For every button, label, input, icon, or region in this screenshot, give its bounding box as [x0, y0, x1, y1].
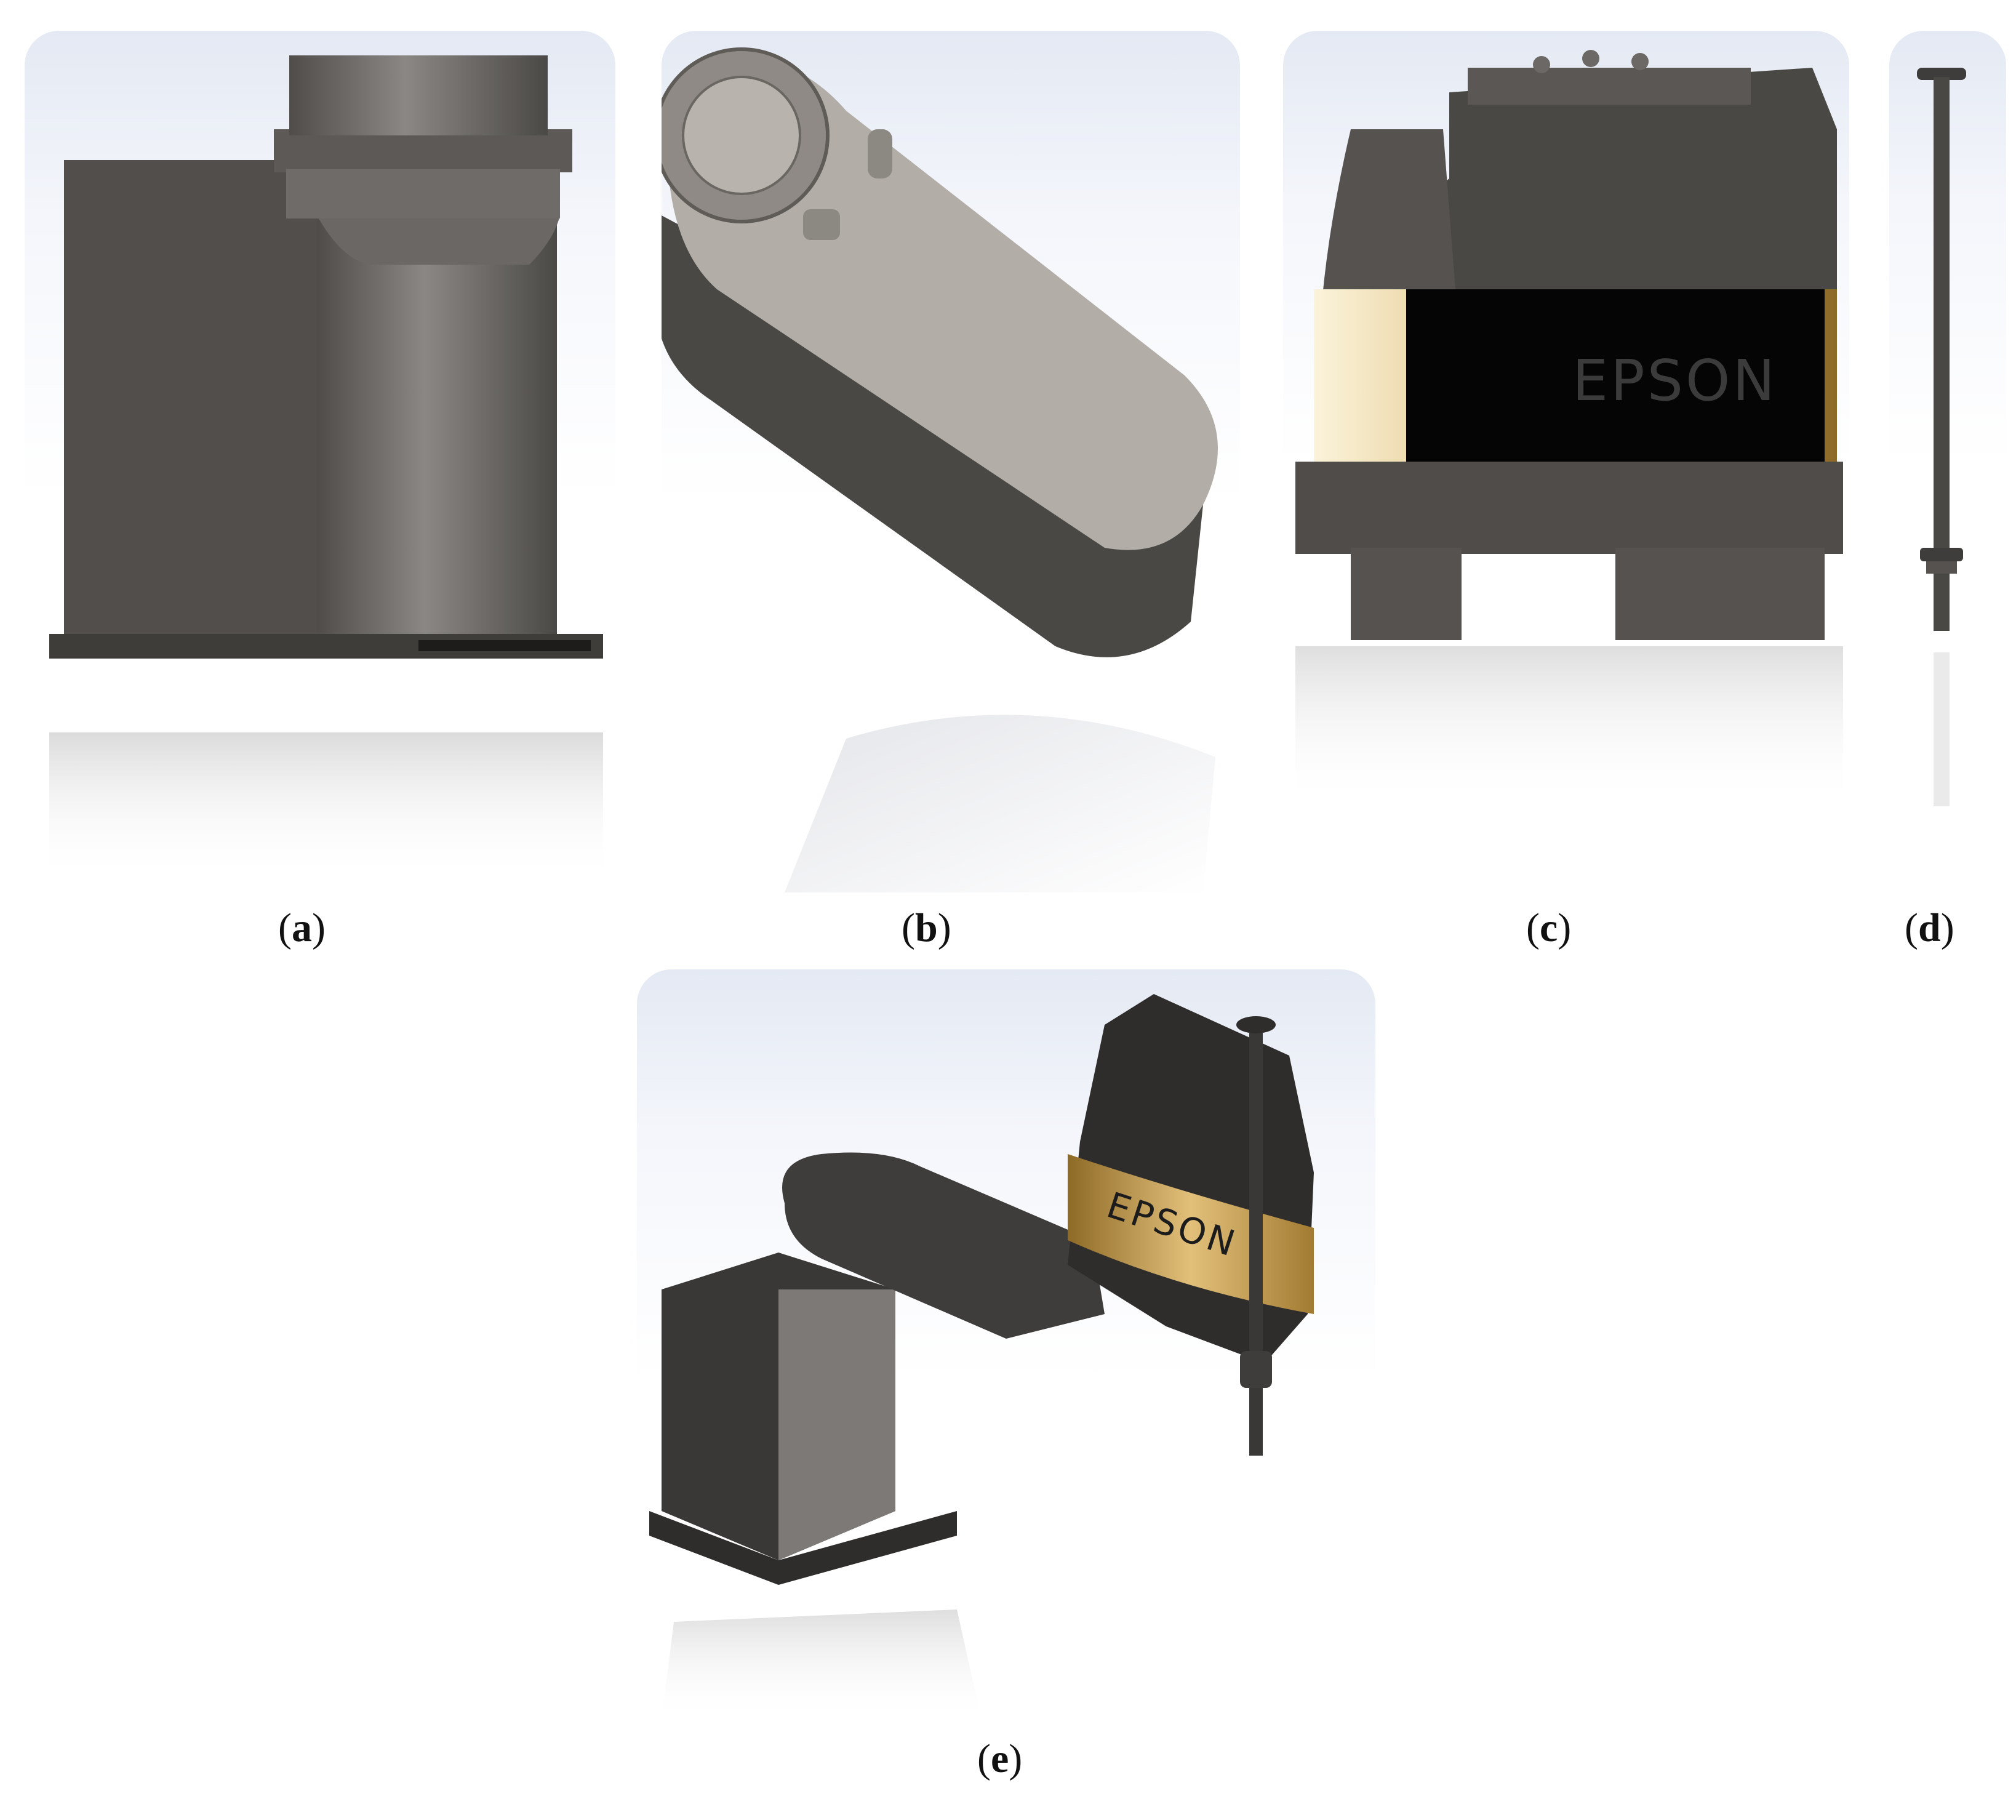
scara-assembly-drawing: EPSON	[649, 994, 1314, 1720]
base-column-drawing	[49, 55, 603, 880]
caption-b: (b)	[902, 905, 951, 950]
panel-b-arm-link-render	[662, 31, 1240, 892]
panel-d-shaft-render	[1889, 31, 2006, 819]
panel-c-forearm-render: EPSON	[1283, 31, 1849, 819]
panel-e-assembly-render: EPSON	[637, 969, 1375, 1720]
caption-e: (e)	[977, 1736, 1023, 1781]
caption-a: (a)	[278, 905, 326, 950]
caption-d: (d)	[1905, 905, 1954, 950]
caption-c: (c)	[1526, 905, 1572, 950]
panel-a-base-render	[25, 31, 615, 880]
epson-brand-text: EPSON	[1572, 348, 1777, 414]
arm-link-drawing	[662, 47, 1218, 892]
forearm-drawing: EPSON	[1295, 50, 1843, 806]
shaft-drawing	[1917, 68, 1966, 806]
